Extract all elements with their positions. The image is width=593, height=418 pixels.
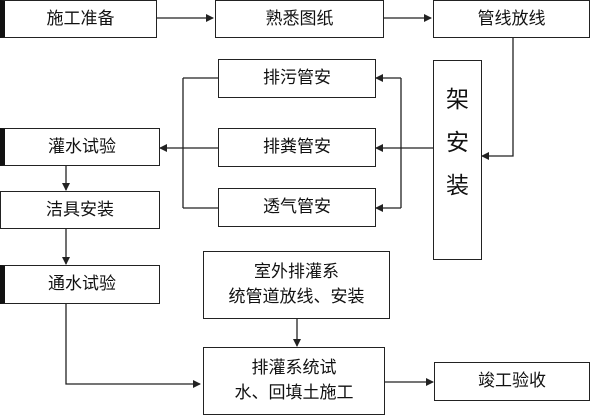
outdoor-line-2: 统管道放线、安装 xyxy=(228,287,365,307)
node-completion-acceptance: 竣工验收 xyxy=(434,362,590,401)
node-pipe-layout: 管线放线 xyxy=(433,0,590,38)
node-support-installation: 架 安 装 xyxy=(433,60,482,260)
node-construction-prep: 施工准备 xyxy=(0,0,157,38)
node-vent-pipe: 透气管安 xyxy=(218,188,376,227)
node-sewage-pipe: 排污管安 xyxy=(218,59,376,98)
node-outdoor-pipeline: 室外排灌系 统管道放线、安装 xyxy=(203,251,390,319)
node-system-water-test: 排灌系统试 水、回填土施工 xyxy=(203,347,385,415)
node-feces-pipe: 排粪管安 xyxy=(218,128,376,167)
outdoor-line-1: 室外排灌系 xyxy=(254,261,339,282)
node-fixture-installation: 洁具安装 xyxy=(0,191,160,229)
node-study-drawings: 熟悉图纸 xyxy=(215,0,384,38)
node-water-fill-test: 灌水试验 xyxy=(0,128,160,166)
system-test-line-2: 水、回填土施工 xyxy=(234,383,354,403)
support-char-2: 安 xyxy=(446,130,469,156)
system-test-line-1: 排灌系统试 xyxy=(251,357,337,378)
node-water-flow-test: 通水试验 xyxy=(0,265,160,304)
support-char-3: 装 xyxy=(446,173,469,199)
support-char-1: 架 xyxy=(446,87,469,113)
arrow-flow-to-system-test xyxy=(65,304,201,388)
arrow-layout-to-support xyxy=(481,38,514,160)
